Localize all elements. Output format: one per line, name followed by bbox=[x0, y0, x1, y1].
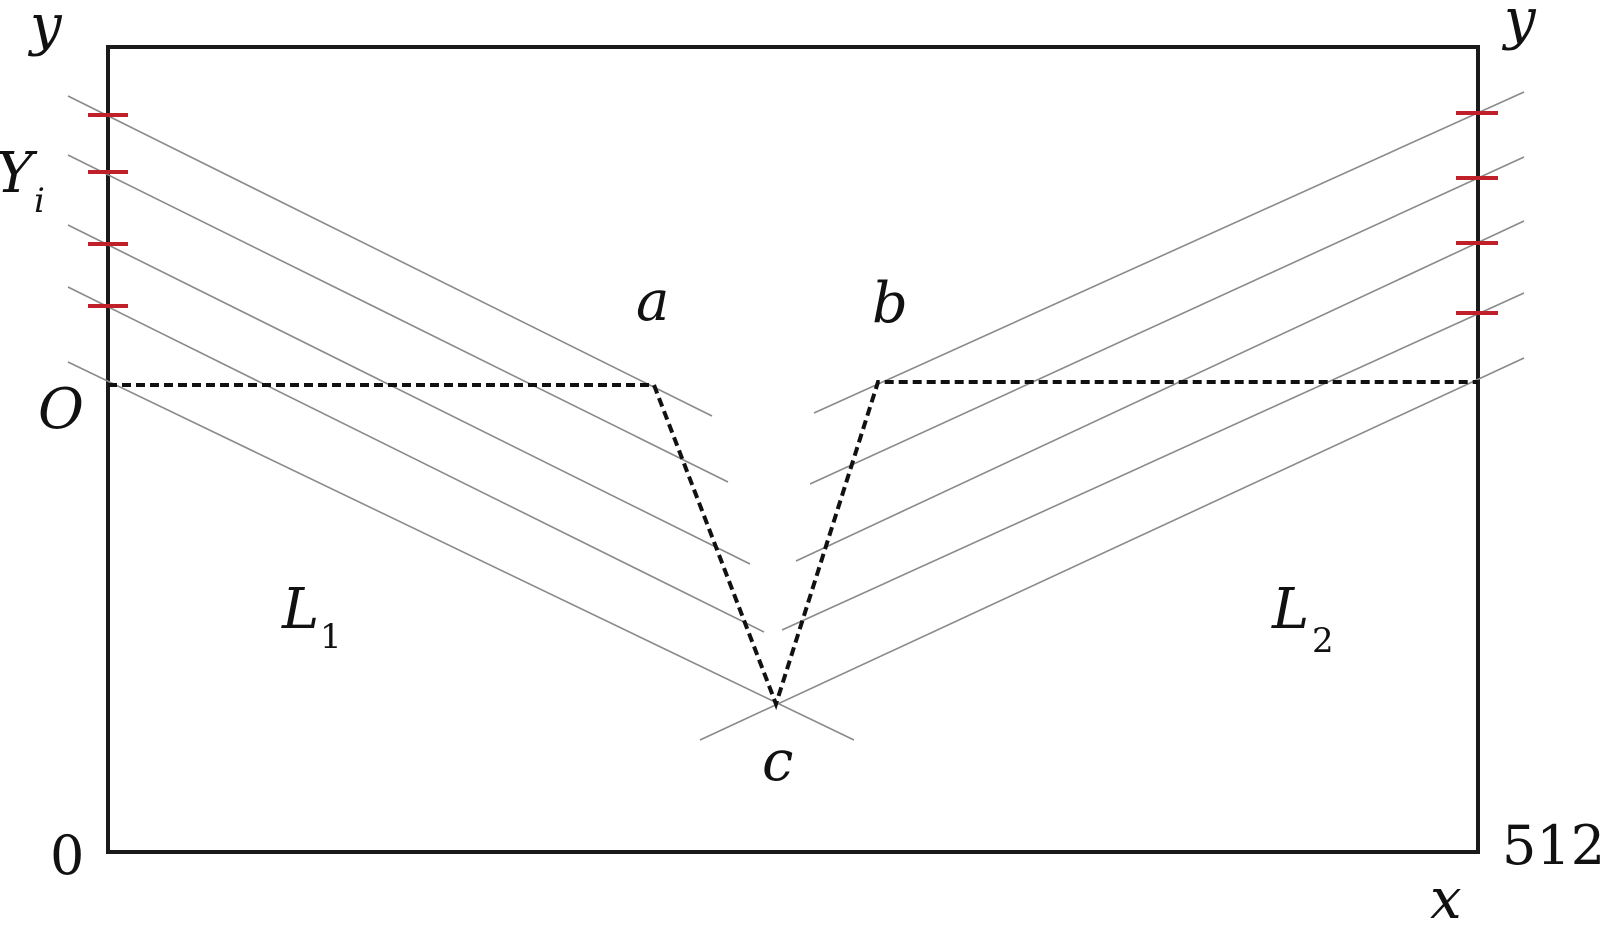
right-scan-line bbox=[813, 91, 1525, 414]
left-tick-marks bbox=[88, 113, 128, 308]
l1-label: L bbox=[281, 577, 319, 642]
yi-subscript: i bbox=[34, 181, 45, 221]
right-scan-line bbox=[699, 357, 1525, 741]
point-a-label: a bbox=[636, 269, 669, 334]
left-scan-line bbox=[67, 95, 713, 417]
profile-dashed-line bbox=[108, 380, 1478, 711]
left-scan-line bbox=[67, 286, 765, 633]
right-scan-line bbox=[781, 292, 1525, 631]
left-scan-line bbox=[67, 224, 751, 565]
left-scan-lines bbox=[67, 95, 855, 741]
origin-label: O bbox=[38, 377, 84, 442]
y-axis-label-right: y bbox=[1501, 0, 1537, 52]
image-frame bbox=[106, 45, 1480, 854]
x-max-label: 512 bbox=[1502, 814, 1600, 877]
right-tick-marks bbox=[1456, 111, 1498, 315]
yi-label: Y bbox=[0, 141, 38, 206]
left-scan-line bbox=[67, 361, 855, 741]
origin-zero-label: 0 bbox=[50, 824, 84, 887]
point-b-label: b bbox=[872, 271, 908, 336]
y-axis-label-left: y bbox=[27, 0, 63, 58]
left-scan-line bbox=[67, 154, 729, 483]
l1-subscript: 1 bbox=[320, 617, 342, 657]
l2-label: L bbox=[1271, 577, 1309, 642]
right-scan-line bbox=[809, 156, 1525, 485]
point-c-label: c bbox=[762, 729, 793, 794]
right-scan-lines bbox=[699, 91, 1525, 741]
x-axis-label: x bbox=[1430, 867, 1462, 928]
right-scan-line bbox=[795, 220, 1525, 562]
l2-subscript: 2 bbox=[1312, 621, 1334, 661]
